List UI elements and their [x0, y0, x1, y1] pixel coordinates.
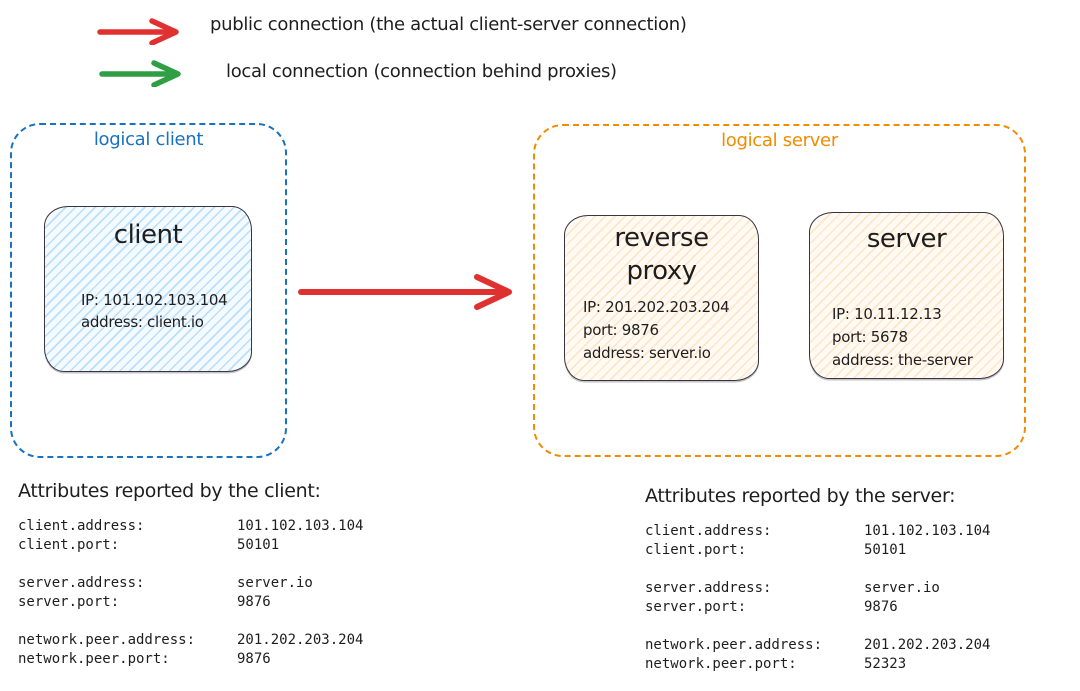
- attr-value: server.io: [864, 580, 940, 596]
- server-attr-group-network-peer: network.peer.address: 201.202.203.204 ne…: [645, 636, 1080, 673]
- attr-row: network.peer.address: 201.202.203.204: [645, 636, 1080, 655]
- server-attributes-section: Attributes reported by the server: clien…: [645, 485, 1080, 691]
- logical-client-frame-label: logical client: [93, 129, 204, 150]
- attr-value: 9876: [864, 598, 898, 615]
- attr-row: client.address: 101.102.103.104: [18, 517, 458, 536]
- reverse-proxy-node-details: IP: 201.202.203.204 port: 9876 address: …: [583, 296, 730, 365]
- attr-value: 201.202.203.204: [864, 637, 991, 653]
- attr-key: server.port:: [645, 598, 747, 615]
- client-attr-group-network-peer: network.peer.address: 201.202.203.204 ne…: [18, 631, 458, 668]
- reverse-proxy-port-line: port: 9876: [583, 321, 659, 339]
- attr-value: 50101: [864, 541, 907, 558]
- logical-server-frame-label: logical server: [721, 130, 838, 151]
- attr-key: server.address:: [18, 575, 145, 591]
- client-attr-group-client: client.address: 101.102.103.104 client.p…: [18, 517, 458, 554]
- client-ip-line: IP: 101.102.103.104: [81, 291, 228, 309]
- client-node-details: IP: 101.102.103.104 address: client.io: [81, 289, 228, 333]
- attr-key: client.port:: [18, 536, 120, 553]
- client-node-title: client: [113, 220, 183, 250]
- attr-row: server.port: 9876: [645, 598, 1080, 617]
- attr-value: 9876: [237, 650, 271, 667]
- attr-row: network.peer.port: 52323: [645, 655, 1080, 674]
- attr-value: 52323: [864, 655, 907, 672]
- server-ip-line: IP: 10.11.12.13: [832, 305, 942, 323]
- legend-public-connection-label: public connection (the actual client-ser…: [210, 14, 687, 35]
- attr-key: network.peer.address:: [645, 637, 823, 653]
- public-connection-main-arrow-icon: [298, 274, 512, 310]
- attr-key: server.address:: [645, 580, 772, 596]
- attr-value: server.io: [237, 575, 313, 591]
- server-address-line: address: the-server: [832, 351, 973, 369]
- logical-client-frame: logical client client IP: 101.102.103.10…: [10, 123, 287, 458]
- attr-value: 101.102.103.104: [237, 518, 364, 534]
- server-attr-group-server: server.address: server.io server.port: 9…: [645, 579, 1080, 616]
- attr-row: server.port: 9876: [18, 593, 458, 612]
- attr-value: 201.202.203.204: [237, 632, 364, 648]
- client-attributes-heading: Attributes reported by the client:: [18, 480, 321, 502]
- logical-server-frame: logical server reverse proxy IP: 201.202…: [533, 124, 1026, 457]
- server-node-details: IP: 10.11.12.13 port: 5678 address: the-…: [832, 303, 973, 372]
- attr-key: server.port:: [18, 593, 120, 610]
- legend-local-connection-label: local connection (connection behind prox…: [226, 61, 617, 82]
- server-port-line: port: 5678: [832, 328, 908, 346]
- attr-row: client.address: 101.102.103.104: [645, 522, 1080, 541]
- server-attributes-heading: Attributes reported by the server:: [645, 485, 956, 507]
- reverse-proxy-node: reverse proxy IP: 201.202.203.204 port: …: [564, 215, 759, 381]
- attr-row: client.port: 50101: [645, 541, 1080, 560]
- attr-key: client.port:: [645, 541, 747, 558]
- client-attributes-section: Attributes reported by the client: clien…: [18, 480, 458, 688]
- server-node: server IP: 10.11.12.13 port: 5678 addres…: [809, 212, 1004, 379]
- attr-value: 9876: [237, 593, 271, 610]
- attr-row: network.peer.address: 201.202.203.204: [18, 631, 458, 650]
- red-arrow-icon: [97, 18, 179, 45]
- attr-key: client.address:: [18, 518, 145, 534]
- reverse-proxy-node-title: reverse proxy: [614, 223, 709, 286]
- attr-key: network.peer.address:: [18, 632, 196, 648]
- reverse-proxy-ip-line: IP: 201.202.203.204: [583, 298, 730, 316]
- server-attr-group-client: client.address: 101.102.103.104 client.p…: [645, 522, 1080, 559]
- attr-row: network.peer.port: 9876: [18, 650, 458, 669]
- client-address-line: address: client.io: [81, 313, 204, 331]
- server-node-title: server: [866, 224, 947, 254]
- attr-key: client.address:: [645, 523, 772, 539]
- attr-row: server.address: server.io: [18, 574, 458, 593]
- client-attr-group-server: server.address: server.io server.port: 9…: [18, 574, 458, 611]
- reverse-proxy-address-line: address: server.io: [583, 344, 711, 362]
- attr-value: 101.102.103.104: [864, 523, 991, 539]
- green-arrow-icon: [99, 60, 181, 87]
- attr-row: client.port: 50101: [18, 536, 458, 555]
- attr-key: network.peer.port:: [18, 650, 170, 667]
- attr-value: 50101: [237, 536, 280, 553]
- attr-key: network.peer.port:: [645, 655, 797, 672]
- attr-row: server.address: server.io: [645, 579, 1080, 598]
- client-node: client IP: 101.102.103.104 address: clie…: [44, 206, 252, 372]
